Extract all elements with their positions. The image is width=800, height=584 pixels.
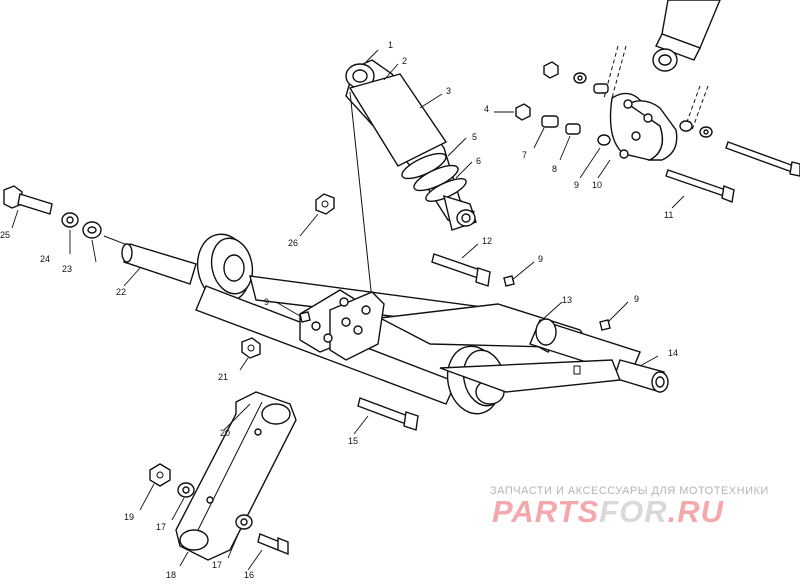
callout-18: 18 xyxy=(166,570,176,579)
callout-17-lower: 17 xyxy=(212,560,222,570)
callout-3: 3 xyxy=(446,86,451,96)
callout-8: 8 xyxy=(552,164,557,174)
bolt-16 xyxy=(257,533,289,556)
bolt-15 xyxy=(357,397,419,431)
callout-9-right: 9 xyxy=(634,294,639,304)
callout-15: 15 xyxy=(348,436,358,446)
callout-9-center: 9 xyxy=(538,254,543,264)
callout-6: 6 xyxy=(476,156,481,166)
watermark-logo: PARTSFOR.RU xyxy=(492,494,724,530)
callout-14: 14 xyxy=(668,348,678,358)
shock-absorber xyxy=(345,59,477,301)
callout-5: 5 xyxy=(472,132,477,142)
callout-22: 22 xyxy=(116,287,126,297)
callout-11: 11 xyxy=(664,210,673,220)
washer-17-upper xyxy=(177,482,195,498)
watermark-logo-part3: .RU xyxy=(667,494,725,529)
link-arm xyxy=(175,391,297,561)
callout-4: 4 xyxy=(484,104,489,114)
callout-19: 19 xyxy=(124,512,134,522)
callout-26: 26 xyxy=(288,238,298,248)
callout-24: 24 xyxy=(40,254,50,264)
callout-1: 1 xyxy=(388,40,393,50)
bolt-11-upper xyxy=(725,141,800,177)
callout-7: 7 xyxy=(522,150,527,160)
a-arm-frame xyxy=(121,233,669,415)
callout-23: 23 xyxy=(62,264,72,274)
callouts: 1 2 3 4 5 6 7 8 9 10 11 12 13 14 15 16 1… xyxy=(0,40,678,580)
callout-9-left: 9 xyxy=(264,297,269,307)
watermark-logo-part1: PARTS xyxy=(492,494,600,529)
callout-2: 2 xyxy=(402,56,407,66)
callout-12: 12 xyxy=(482,236,492,246)
callout-17-upper: 17 xyxy=(156,522,166,532)
washer-17-lower xyxy=(235,514,253,530)
bolt-11-lower xyxy=(665,169,735,203)
mounting-bracket xyxy=(603,45,709,161)
callout-10: 10 xyxy=(592,180,602,190)
bolt-12 xyxy=(431,253,491,287)
callout-16: 16 xyxy=(244,570,254,579)
nut-21 xyxy=(241,337,261,359)
nut-26 xyxy=(315,193,335,215)
callout-21: 21 xyxy=(218,372,228,382)
nut-19 xyxy=(149,463,171,487)
leader-lines xyxy=(11,49,685,571)
callout-25: 25 xyxy=(0,230,10,240)
watermark-tagline: ЗАПЧАСТИ И АКСЕССУАРЫ ДЛЯ МОТОТЕХНИКИ xyxy=(490,485,769,497)
callout-9-bracket: 9 xyxy=(574,180,579,190)
watermark-logo-part2: FOR xyxy=(599,494,668,529)
callout-20: 20 xyxy=(220,428,230,438)
callout-13: 13 xyxy=(562,295,572,305)
bracket-hardware xyxy=(515,61,713,146)
upper-cylinder xyxy=(652,0,721,72)
bolt-25-assembly xyxy=(3,185,131,247)
